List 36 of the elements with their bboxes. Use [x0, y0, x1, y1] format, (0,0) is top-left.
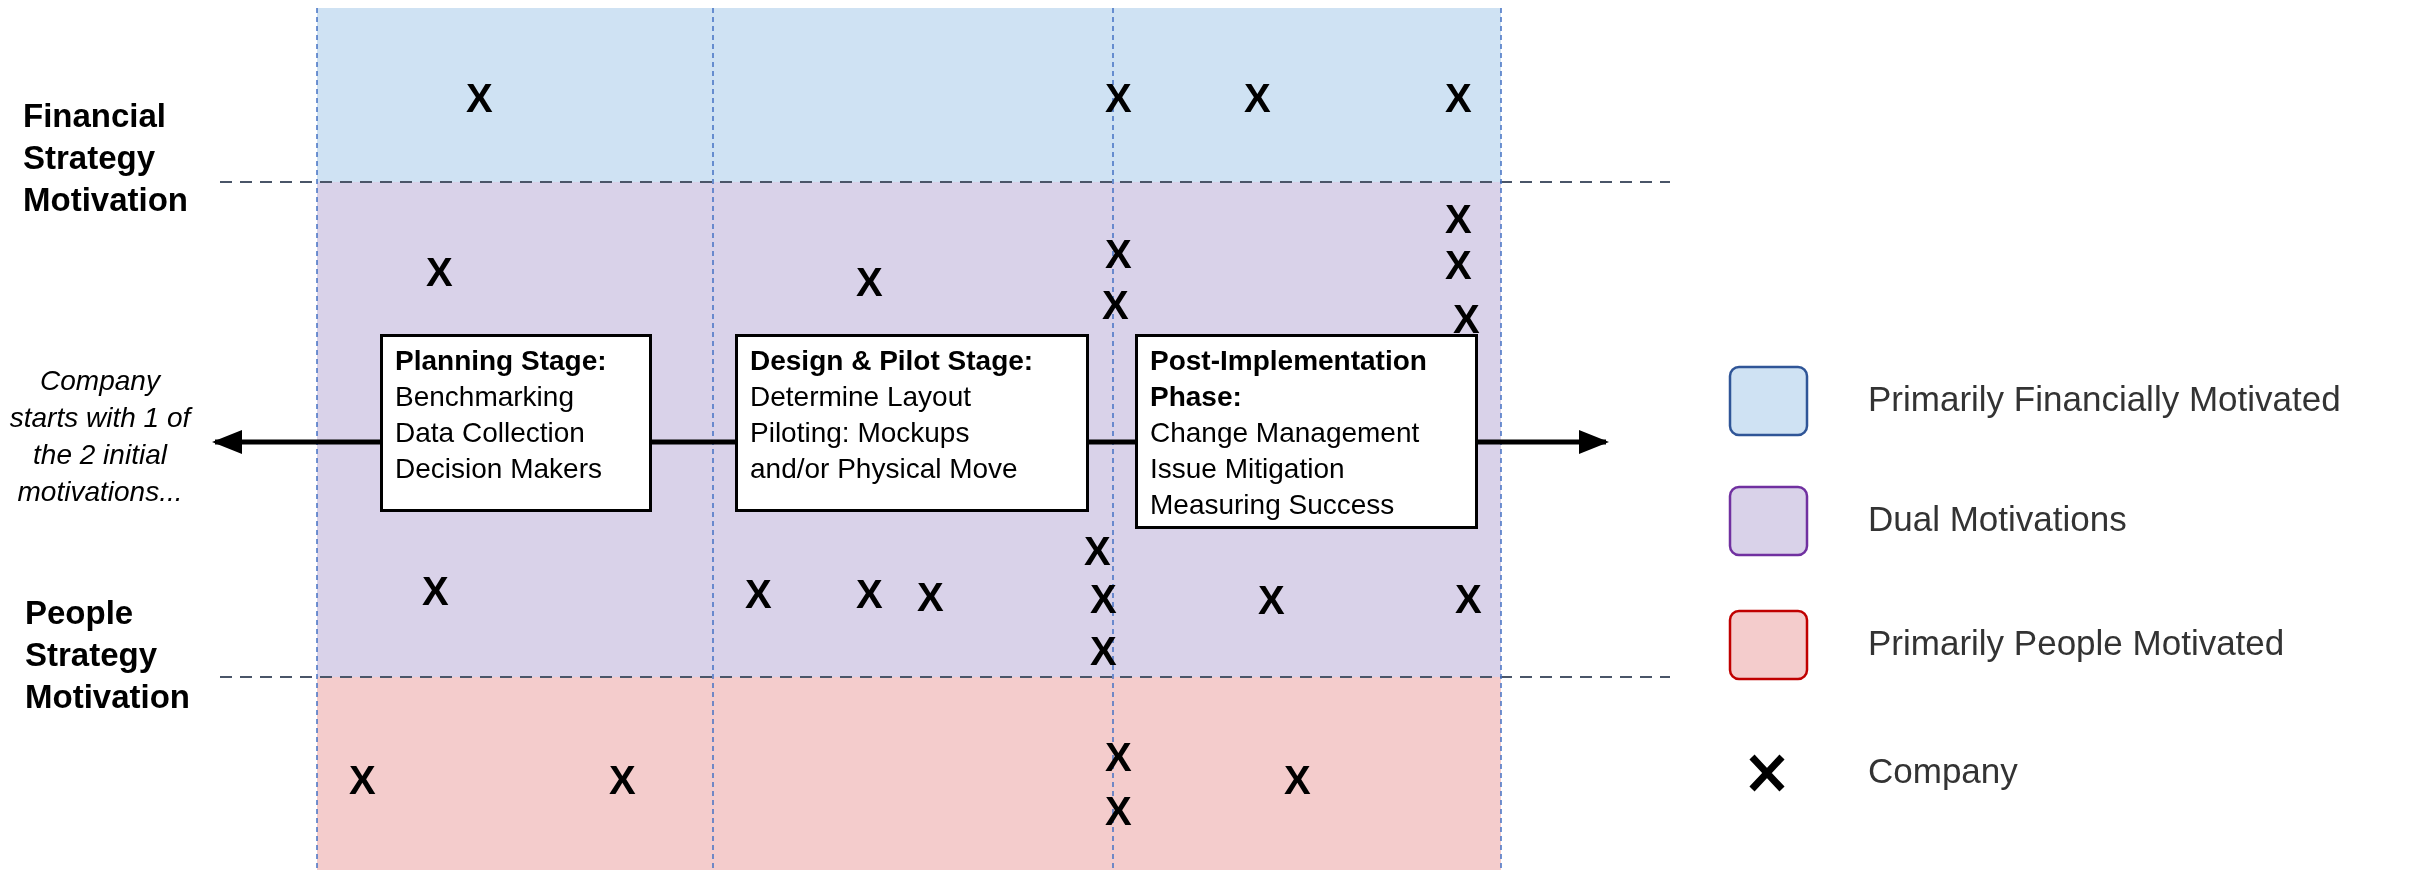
arrow [212, 430, 380, 454]
company-mark: X [1105, 234, 1132, 274]
company-mark: X [466, 78, 493, 118]
axis-label: People Strategy Motivation [25, 593, 191, 717]
company-mark: X [1244, 78, 1271, 118]
company-mark: X [1090, 631, 1117, 671]
legend-label: Company [1868, 751, 2018, 791]
company-mark: X [856, 574, 883, 614]
arrow [1478, 430, 1609, 454]
company-mark: X [1105, 78, 1132, 118]
stage-box: Planning Stage: Benchmarking Data Collection Decision Makers [380, 334, 652, 512]
company-mark: X [1090, 579, 1117, 619]
company-mark: X [1445, 78, 1472, 118]
legend-label: Dual Motivations [1868, 499, 2127, 539]
company-mark: X [1284, 760, 1311, 800]
note-text: Company starts with 1 of the 2 initial motivations... [2, 362, 198, 518]
stage-box: Post-Implementation Phase: Change Management Issue Mitigation Measuring Success [1135, 334, 1478, 529]
company-mark: X [745, 574, 772, 614]
company-mark: X [1105, 791, 1132, 831]
legend-label: Primarily People Motivated [1868, 623, 2285, 663]
company-mark: X [426, 252, 453, 292]
company-mark: X [1445, 245, 1472, 285]
company-mark: X [1105, 737, 1132, 777]
company-mark: X [349, 760, 376, 800]
company-mark: X [856, 262, 883, 302]
company-mark: X [917, 577, 944, 617]
stage-box: Design & Pilot Stage: Determine Layout Piloting: Mockups and/or Physical Move [735, 334, 1089, 512]
company-mark: X [1258, 580, 1285, 620]
company-mark: X [1102, 285, 1129, 325]
company-mark: X [1445, 199, 1472, 239]
company-mark: X [1084, 531, 1111, 571]
axis-label: Financial Strategy Motivation [23, 96, 189, 220]
company-mark: X [609, 760, 636, 800]
legend-label: Primarily Financially Motivated [1868, 379, 2341, 419]
company-mark: X [1455, 579, 1482, 619]
company-mark: X [422, 571, 449, 611]
